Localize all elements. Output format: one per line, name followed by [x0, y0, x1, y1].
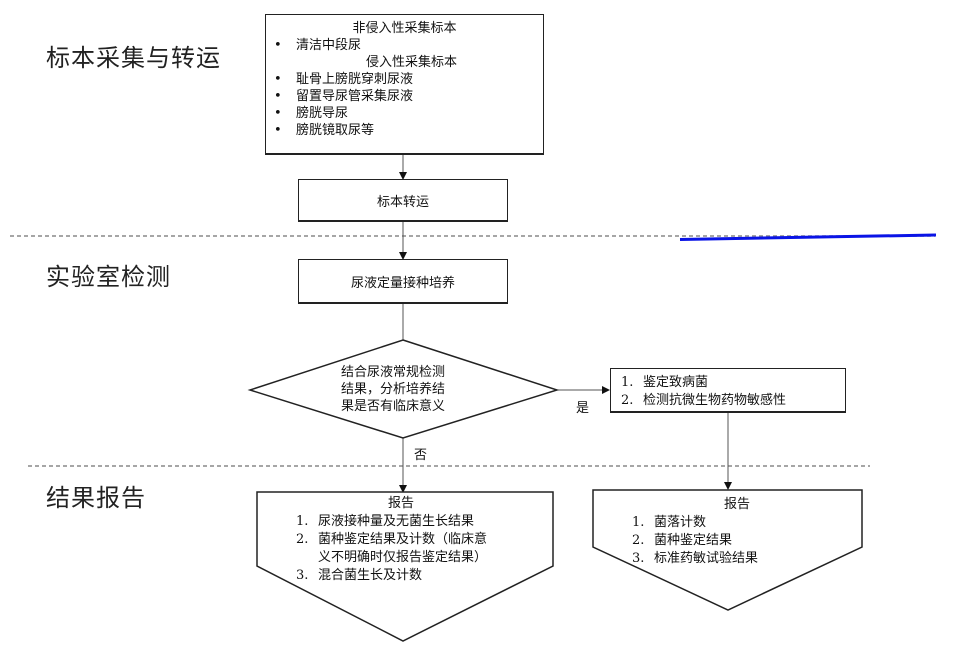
report-item: 2. 菌种鉴定结果	[632, 532, 852, 550]
decision-diamond	[247, 339, 560, 439]
report-item: 3. 混合菌生长及计数	[296, 567, 546, 585]
bullet-icon: •	[274, 38, 282, 53]
decision-line: 果是否有临床意义	[341, 399, 446, 414]
item-number: 1.	[296, 514, 309, 529]
culture-label: 尿液定量接种培养	[350, 275, 455, 291]
report-right-title: 报告	[723, 497, 750, 512]
report-item-continued: 义不明确时仅报告鉴定结果）	[296, 549, 546, 567]
decision-text: 结合尿液常规检测 结果，分析培养结 果是否有临床意义	[341, 364, 445, 415]
item-text: 尿液接种量及无菌生长结果	[318, 514, 475, 529]
collection-item-text: 留置导尿管采集尿液	[296, 89, 414, 104]
list-item: • 耻骨上膀胱穿刺尿液	[266, 71, 543, 88]
item-text: 标准药敏试验结果	[654, 551, 759, 566]
list-item: • 膀胱导尿	[266, 105, 543, 122]
report-right-shape	[592, 489, 863, 611]
collection-item-text: 清洁中段尿	[296, 38, 362, 53]
report-item: 1. 菌落计数	[632, 514, 852, 532]
identify-box: 1. 鉴定致病菌 2. 检测抗微生物药物敏感性	[610, 368, 846, 413]
item-text: 混合菌生长及计数	[318, 568, 423, 583]
bullet-icon: •	[274, 72, 282, 87]
item-number: 3.	[296, 568, 309, 583]
culture-box: 尿液定量接种培养	[298, 259, 508, 304]
item-number: 2.	[621, 393, 634, 408]
decision-line: 结合尿液常规检测	[341, 365, 446, 380]
noninvasive-header: 非侵入性采集标本	[352, 21, 457, 36]
item-number: 3.	[632, 551, 645, 566]
collection-item-text: 膀胱导尿	[296, 106, 349, 121]
item-number: 1.	[621, 375, 634, 390]
list-item: • 膀胱镜取尿等	[266, 122, 543, 139]
item-text: 检测抗微生物药物敏感性	[643, 393, 787, 408]
bullet-icon: •	[274, 123, 282, 138]
report-left-title: 报告	[387, 496, 414, 511]
item-number: 2.	[296, 532, 309, 547]
decision-line: 结果，分析培养结	[341, 382, 446, 397]
section-title-report: 结果报告	[46, 484, 146, 512]
report-left-shape	[256, 491, 554, 642]
annotation-stroke	[679, 233, 937, 241]
report-item: 1. 尿液接种量及无菌生长结果	[296, 513, 546, 531]
invasive-header: 侵入性采集标本	[365, 55, 457, 70]
transport-box: 标本转运	[298, 179, 508, 222]
report-left: 报告 1. 尿液接种量及无菌生长结果 2. 菌种鉴定结果及计数（临床意 义不明确…	[296, 495, 546, 585]
no-label: 否	[414, 448, 428, 463]
list-item: • 清洁中段尿	[266, 37, 543, 54]
collection-box: 非侵入性采集标本 • 清洁中段尿 侵入性采集标本 • 耻骨上膀胱穿刺尿液 • 留…	[265, 14, 544, 155]
item-text: 菌落计数	[654, 515, 707, 530]
item-number: 1.	[632, 515, 645, 530]
collection-item-text: 膀胱镜取尿等	[296, 123, 375, 138]
yes-label: 是	[576, 401, 590, 416]
identify-item: 2. 检测抗微生物药物敏感性	[621, 392, 845, 410]
report-item: 3. 标准药敏试验结果	[632, 550, 852, 568]
report-right: 报告 1. 菌落计数 2. 菌种鉴定结果 3. 标准药敏试验结果	[632, 496, 852, 568]
collection-item-text: 耻骨上膀胱穿刺尿液	[296, 72, 414, 87]
item-text: 义不明确时仅报告鉴定结果）	[318, 550, 488, 565]
item-number: 2.	[632, 533, 645, 548]
section-title-lab: 实验室检测	[46, 263, 171, 291]
bullet-icon: •	[274, 106, 282, 121]
list-item: • 留置导尿管采集尿液	[266, 88, 543, 105]
section-title-collection: 标本采集与转运	[46, 44, 221, 72]
report-item: 2. 菌种鉴定结果及计数（临床意	[296, 531, 546, 549]
bullet-icon: •	[274, 89, 282, 104]
item-text: 菌种鉴定结果及计数（临床意	[318, 532, 488, 547]
item-text: 菌种鉴定结果	[654, 533, 733, 548]
item-text: 鉴定致病菌	[643, 375, 709, 390]
transport-label: 标本转运	[376, 194, 429, 210]
identify-item: 1. 鉴定致病菌	[621, 374, 845, 392]
